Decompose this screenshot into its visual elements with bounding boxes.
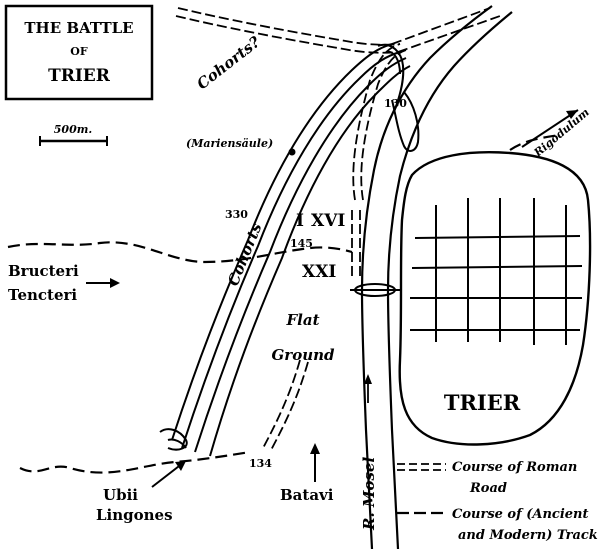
bructeri-label: Bructeri xyxy=(8,262,79,280)
legend-track-line1: Course of (Ancient xyxy=(452,507,589,522)
tencteri-label: Tencteri xyxy=(8,286,77,304)
height-134: 134 xyxy=(249,457,272,470)
lingones-label: Lingones xyxy=(96,506,173,524)
river-mosel xyxy=(360,5,513,549)
batavi-label: Batavi xyxy=(280,486,334,504)
height-145: 145 xyxy=(290,237,313,250)
ubii-arrow xyxy=(151,461,186,488)
legend-track-line2: and Modern) Track xyxy=(458,528,598,543)
legend-road-line1: Course of Roman xyxy=(452,460,577,475)
street-grid xyxy=(410,198,583,345)
rigodulum-label: Rigodulum xyxy=(531,106,592,160)
batavi-arrow xyxy=(310,443,320,482)
height-130: 130 xyxy=(384,97,407,110)
river-flow-arrow xyxy=(364,374,372,403)
legend-road-line2: Road xyxy=(469,481,507,496)
roman-road xyxy=(175,7,501,453)
bridge xyxy=(350,283,400,297)
title-box: THE BATTLE OF TRIER xyxy=(4,4,154,101)
ground-label: Ground xyxy=(271,346,335,364)
ridge-contours xyxy=(159,43,411,457)
rigodulum-arrow xyxy=(521,109,579,148)
title-line-3: TRIER xyxy=(48,66,111,86)
mariensaule-marker xyxy=(288,148,296,156)
cohorts-question-label: Cohorts? xyxy=(193,33,263,93)
city-wall xyxy=(398,150,592,446)
scale-label: 500m. xyxy=(54,123,93,136)
river-label: R. Mosel xyxy=(360,456,378,531)
title-line-2: OF xyxy=(70,45,88,58)
trier-city: TRIER xyxy=(398,150,592,446)
legend: Course of Roman Road Course of (Ancient … xyxy=(397,460,598,543)
height-330: 330 xyxy=(225,208,248,221)
scale-bar: 500m. xyxy=(39,123,108,146)
ubii-label: Ubii xyxy=(103,486,138,504)
city-label: TRIER xyxy=(444,390,521,415)
legend-road-symbol xyxy=(397,463,446,471)
legion-XVI: XVI xyxy=(311,211,345,231)
legion-XXI: XXI xyxy=(302,262,336,282)
legion-I: I xyxy=(296,211,304,231)
title-line-1: THE BATTLE xyxy=(24,19,133,37)
bructeri-arrow xyxy=(86,278,120,288)
mariensaule-label: (Mariensäule) xyxy=(186,137,273,150)
flat-label: Flat xyxy=(286,311,320,329)
